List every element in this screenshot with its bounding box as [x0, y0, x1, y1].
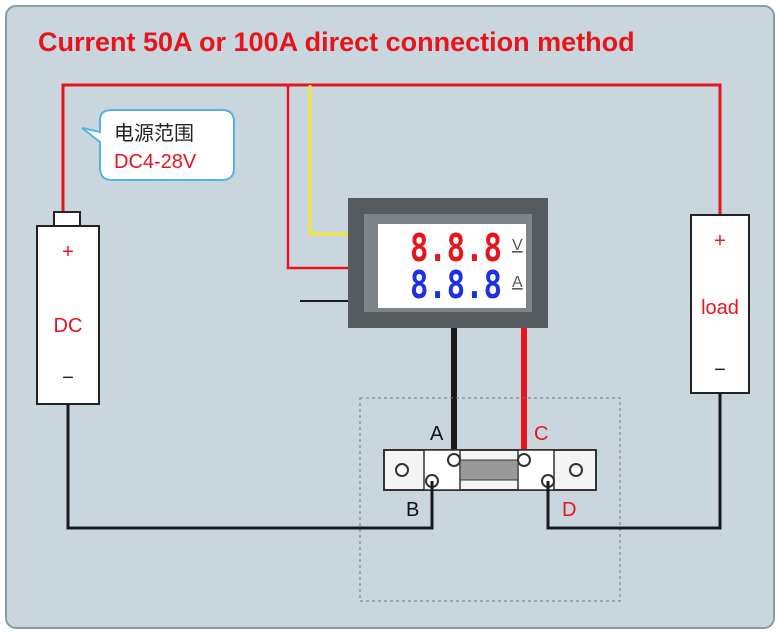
- terminal-c-label: C: [534, 423, 548, 445]
- callout-line1: 电源范围: [114, 122, 194, 145]
- voltage-unit: V: [512, 237, 523, 254]
- wire-positive-main: [61, 83, 722, 215]
- wire-yellow-sense: [308, 85, 350, 236]
- diagram-title: Current 50A or 100A direct connection me…: [38, 27, 635, 57]
- shunt-mount-hole-right: [569, 463, 583, 477]
- battery-label: DC: [54, 315, 83, 337]
- terminal-a-label: A: [430, 423, 444, 445]
- load-minus-sign: −: [714, 359, 726, 381]
- wire-meter-power: [286, 85, 350, 270]
- power-range-callout: [81, 109, 235, 181]
- terminal-c-screw: [517, 453, 531, 467]
- load-label: load: [701, 297, 739, 319]
- meter-display: [378, 224, 526, 308]
- shunt-zone: [359, 397, 621, 602]
- terminal-a-screw: [447, 453, 461, 467]
- callout-line2: DC4-28V: [114, 151, 197, 173]
- battery-minus-sign: −: [62, 367, 74, 389]
- terminal-d-label: D: [562, 499, 576, 521]
- shunt-mount-hole-left: [395, 463, 409, 477]
- current-readout: 8.8.8: [410, 263, 502, 307]
- wire-battery-negative: [66, 404, 434, 530]
- load-plus-sign: +: [714, 230, 726, 252]
- battery-plus-sign: +: [62, 241, 74, 263]
- wire-load-negative: [546, 393, 722, 530]
- terminal-b-label: B: [406, 499, 419, 521]
- shunt-element: [459, 459, 519, 481]
- load-body: [690, 214, 750, 394]
- current-unit: A: [512, 274, 523, 291]
- battery-body: [36, 225, 100, 405]
- voltage-readout: 8.8.8: [410, 226, 502, 270]
